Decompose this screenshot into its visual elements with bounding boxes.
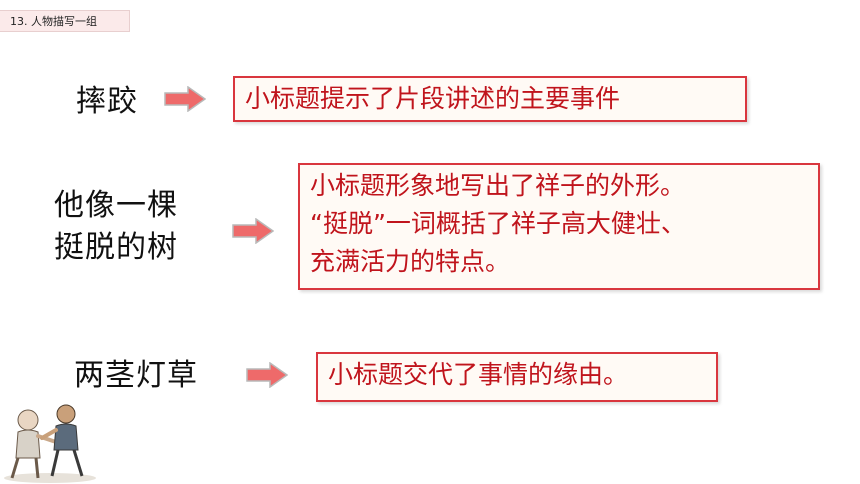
explanation-box-2: 小标题形象地写出了祥子的外形。 “挺脱”一词概括了祥子高大健壮、 充满活力的特点…: [298, 163, 820, 290]
subtitle-tree-line2: 挺脱的树: [54, 230, 178, 265]
explanation-text-line1: 小标题形象地写出了祥子的外形。: [310, 171, 686, 200]
right-arrow-icon: [246, 362, 288, 388]
subtitle-lamp-wick: 两茎灯草: [74, 358, 198, 393]
explanation-text-line2: “挺脱”一词概括了祥子高大健壮、: [310, 209, 686, 238]
explanation-text: 小标题提示了片段讲述的主要事件: [245, 84, 621, 113]
explanation-box-3: 小标题交代了事情的缘由。: [316, 352, 718, 402]
explanation-box-1: 小标题提示了片段讲述的主要事件: [233, 76, 747, 122]
lesson-tag: 13. 人物描写一组: [0, 10, 130, 32]
subtitle-tree-line1: 他像一棵: [54, 188, 178, 223]
explanation-text: 小标题交代了事情的缘由。: [328, 360, 629, 389]
subtitle-wrestling: 摔跤: [76, 84, 138, 119]
wrestling-boys-illustration: [4, 404, 96, 483]
right-arrow-icon: [232, 218, 274, 244]
right-arrow-icon: [164, 86, 206, 112]
explanation-text-line3: 充满活力的特点。: [310, 247, 511, 276]
